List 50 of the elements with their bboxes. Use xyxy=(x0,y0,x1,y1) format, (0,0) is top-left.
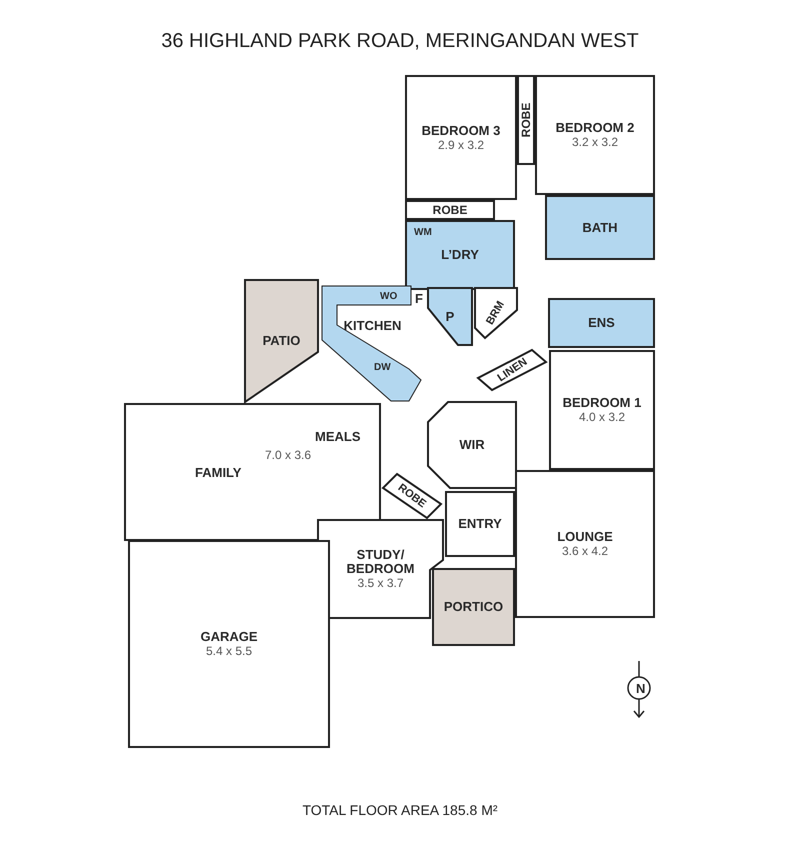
room-name: MEALS xyxy=(315,430,360,444)
room-name: L’DRY xyxy=(441,248,479,262)
room xyxy=(475,288,517,338)
fixture-label: DW xyxy=(374,362,391,373)
room-name: BEDROOM 2 xyxy=(556,121,634,135)
room xyxy=(405,200,495,220)
room-name: ENTRY xyxy=(458,517,502,531)
north-label: N xyxy=(636,681,646,696)
fixture-label: F xyxy=(415,291,423,306)
fixture-label: WO xyxy=(380,291,398,302)
room xyxy=(245,280,318,402)
room xyxy=(128,540,330,748)
room xyxy=(405,75,517,200)
room xyxy=(515,470,655,618)
room-name: ROBE xyxy=(519,102,533,138)
room-name: PORTICO xyxy=(444,600,504,614)
room-name: BEDROOM 3 xyxy=(422,124,500,138)
room-name: ROBE xyxy=(432,203,468,217)
room-dimensions: 3.5 x 3.7 xyxy=(357,576,404,590)
room-name: FAMILY xyxy=(195,466,242,480)
room-dimensions: 5.4 x 5.5 xyxy=(206,644,252,658)
room xyxy=(535,75,655,195)
room xyxy=(548,298,655,348)
room-name: PATIO xyxy=(262,334,300,348)
room-name: ENS xyxy=(588,316,615,330)
room xyxy=(517,75,535,165)
room-name: WIR xyxy=(459,438,485,452)
room-name: LOUNGE xyxy=(557,530,613,544)
room-dimensions: 7.0 x 3.6 xyxy=(265,448,312,462)
room xyxy=(125,404,380,540)
room xyxy=(445,491,515,557)
fixture-label: WM xyxy=(414,227,432,238)
room xyxy=(549,350,655,470)
room-dimensions: 3.6 x 4.2 xyxy=(562,544,608,558)
room-dimensions: 2.9 x 3.2 xyxy=(438,138,484,152)
floor-area-caption: TOTAL FLOOR AREA 185.8 M² xyxy=(301,802,499,818)
room xyxy=(432,568,515,646)
room-dimensions: 4.0 x 3.2 xyxy=(578,410,626,424)
room-name: KITCHEN xyxy=(344,319,402,333)
room-dimensions: 3.2 x 3.2 xyxy=(572,135,618,149)
room xyxy=(428,288,472,345)
plan-title: 36 HIGHLAND PARK ROAD, MERINGANDAN WEST xyxy=(160,30,640,53)
room-name: STUDY/ BEDROOM xyxy=(346,548,416,576)
room-name: BATH xyxy=(582,220,618,234)
room-name: BEDROOM 1 xyxy=(562,396,642,410)
room xyxy=(478,350,546,390)
room xyxy=(545,195,655,260)
room-name: P xyxy=(446,310,454,324)
room xyxy=(428,402,516,488)
room-name: GARAGE xyxy=(200,630,258,644)
